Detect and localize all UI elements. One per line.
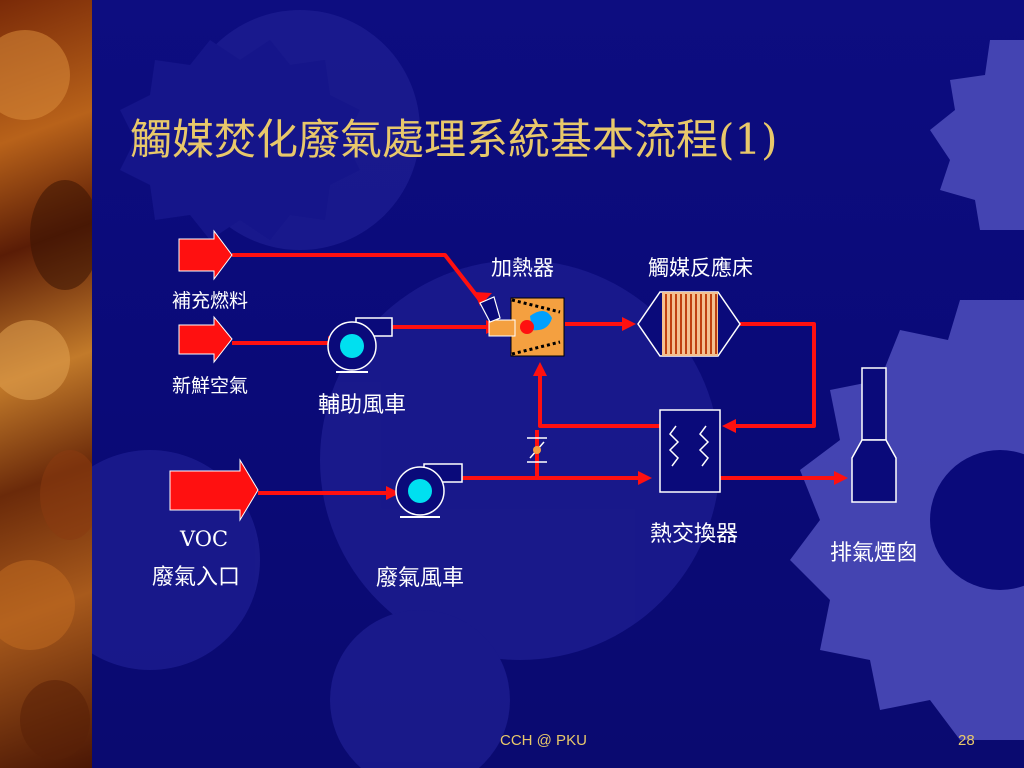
footer-text: CCH @ PKU [500,732,587,749]
arrowhead [834,471,848,485]
fresh-air-input-arrow [178,315,233,364]
heater-label: 加熱器 [491,256,554,280]
fresh-air-label: 新鮮空氣 [172,375,249,397]
sidebar-texture [30,180,92,290]
decorative-sidebar [0,0,92,768]
auxiliary-fan-label: 輔助風車 [318,393,407,418]
sidebar-texture [20,680,90,760]
sidebar-texture [0,320,70,400]
fuel-input-arrow [178,229,233,281]
gear-shape [120,40,360,240]
sidebar-texture [0,30,70,120]
arrowhead [622,317,636,331]
arrowhead [386,486,400,500]
waste-gas-inlet-label: 廢氣入口 [152,565,241,590]
sidebar-texture [0,560,75,650]
gear-shape [930,40,1024,230]
gear-hole [930,450,1024,590]
exchanger-to-heater-line [538,375,660,428]
exhaust-stack-icon [851,367,897,503]
waste-gas-fan-label: 廢氣風車 [376,566,465,591]
gear-shape [790,300,1024,740]
catalyst-bed-label: 觸媒反應床 [648,256,753,280]
heater-icon [479,296,565,357]
bypass-valve-icon [527,437,547,463]
fuel-line [232,253,482,302]
catalyst-bed-icon [637,291,741,357]
slide-title: 觸媒焚化廢氣處理系統基本流程(1) [130,115,778,164]
arrowhead [638,471,652,485]
sidebar-texture [40,450,92,540]
arrowhead [533,362,547,376]
voc-label: VOC [180,527,229,551]
arrowhead [722,419,736,433]
arrowhead [474,292,492,306]
page-number: 28 [958,732,975,749]
waste-gas-fan-icon [395,463,463,518]
bed-to-exchanger-line [735,322,816,428]
supplementary-fuel-label: 補充燃料 [172,290,249,312]
voc-input-arrow [169,458,259,522]
gear-shape [320,260,720,660]
heat-exchanger-icon [659,409,721,493]
exhaust-stack-label: 排氣煙囪 [830,541,919,566]
heat-exchanger-label: 熱交換器 [650,522,739,547]
auxiliary-fan-icon [327,317,393,373]
gear-shape [330,610,510,768]
